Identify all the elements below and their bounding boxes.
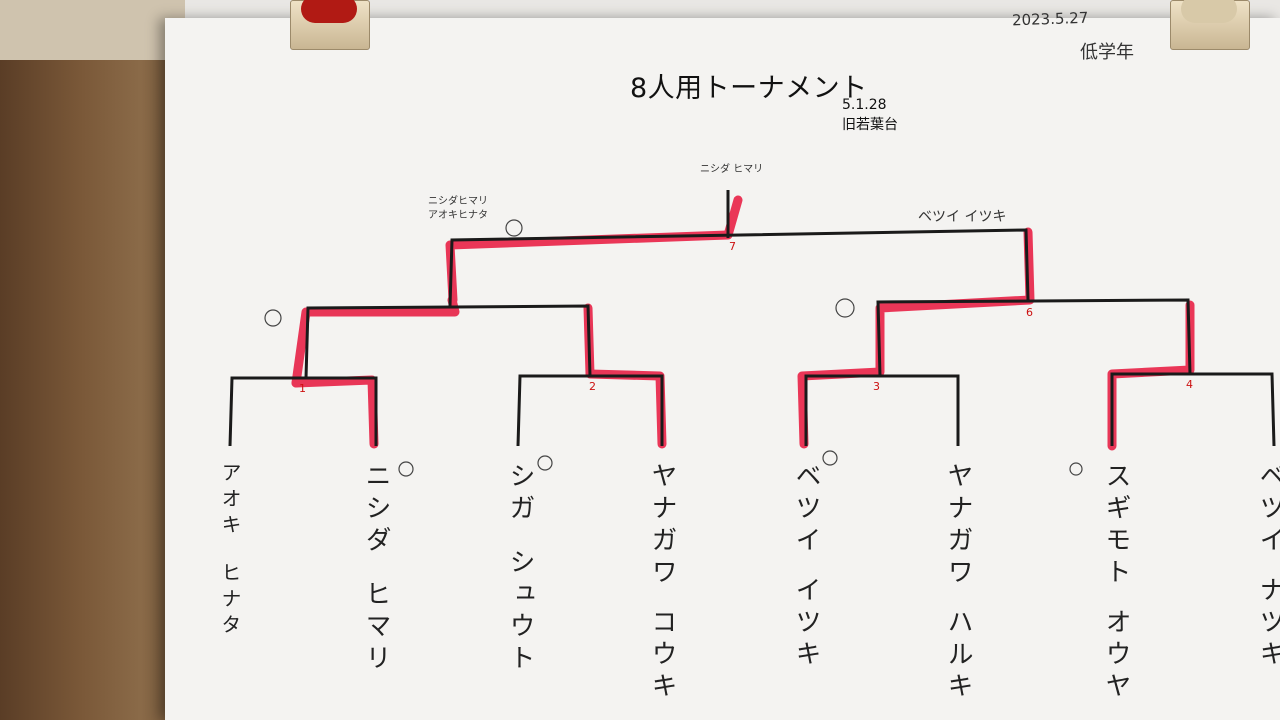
semifinal-right-label: ベツイ イツキ [918, 209, 1007, 225]
handwritten-grade: 低学年 [1080, 42, 1134, 63]
tournament-sheet [165, 18, 1280, 720]
clip-right [1170, 0, 1250, 50]
player-7-surname: スギモト [1101, 462, 1131, 590]
player-5: ベツイ イツキ [788, 462, 899, 672]
circle-mark [835, 298, 855, 318]
circle-mark [1069, 462, 1083, 476]
magnet-icon [1181, 0, 1237, 23]
match-number-7: 7 [729, 240, 736, 253]
player-1: アオキ ヒナタ [216, 462, 303, 640]
player-2-surname: ニシダ [361, 462, 391, 558]
match-number-3: 3 [873, 380, 880, 393]
player-8: ベツイ ナツキ [1252, 462, 1280, 672]
venue: 旧若葉台 [842, 117, 898, 133]
match-number-1: 1 [299, 382, 306, 395]
semifinal-left-label-2: アオキヒナタ [428, 210, 488, 221]
player-4-given: コウキ [647, 608, 677, 704]
player-6: ヤナガワ ハルキ [940, 462, 1088, 704]
player-2-given: ヒマリ [361, 580, 391, 676]
highlight-path-right [797, 227, 1035, 449]
circle-mark [537, 455, 553, 471]
magnet-icon [301, 0, 357, 23]
highlight-path-q1 [291, 295, 460, 388]
player-3: シガ シュウト [502, 462, 650, 676]
bracket-match-3 [804, 374, 960, 446]
player-4-surname: ヤナガワ [647, 462, 677, 590]
player-2: ニシダ ヒマリ [358, 462, 469, 676]
match-number-4: 4 [1186, 378, 1193, 391]
bracket-match-5 [304, 304, 592, 379]
player-1-given: ヒナタ [218, 562, 242, 640]
bracket-match-2 [516, 374, 664, 447]
player-7: スギモト オウヤ [1098, 462, 1246, 704]
semifinal-left-label-1: ニシダヒマリ [428, 196, 488, 207]
highlight-path-final [445, 195, 743, 305]
player-5-given: イツキ [791, 576, 821, 672]
circle-mark [398, 461, 414, 477]
printed-date: 5.1.28 [842, 97, 887, 113]
player-8-surname: ベツイ [1255, 462, 1280, 558]
bracket-match-7 [448, 228, 1030, 307]
circle-mark [505, 219, 523, 237]
player-6-given: ハルキ [943, 608, 973, 704]
player-3-given: シュウト [505, 548, 535, 676]
clip-left [290, 0, 370, 50]
player-4: ヤナガワ コウキ [644, 462, 792, 704]
highlight-path-r1 [291, 375, 379, 449]
bracket-match-6 [876, 298, 1192, 377]
match-number-6: 6 [1026, 306, 1033, 319]
circle-mark [822, 450, 838, 466]
player-5-surname: ベツイ [791, 462, 821, 558]
player-7-given: オウヤ [1101, 608, 1131, 704]
player-8-given: ナツキ [1255, 576, 1280, 672]
bracket-match-1 [228, 376, 378, 447]
bracket-match-4 [1110, 372, 1276, 447]
player-3-surname: シガ [505, 462, 535, 526]
circle-mark [264, 309, 282, 327]
match-number-2: 2 [589, 380, 596, 393]
winner-label: ニシダ ヒマリ [700, 164, 764, 175]
sheet-title: 8人用トーナメント [630, 73, 868, 104]
player-1-surname: アオキ [218, 462, 242, 540]
player-6-surname: ヤナガワ [943, 462, 973, 590]
